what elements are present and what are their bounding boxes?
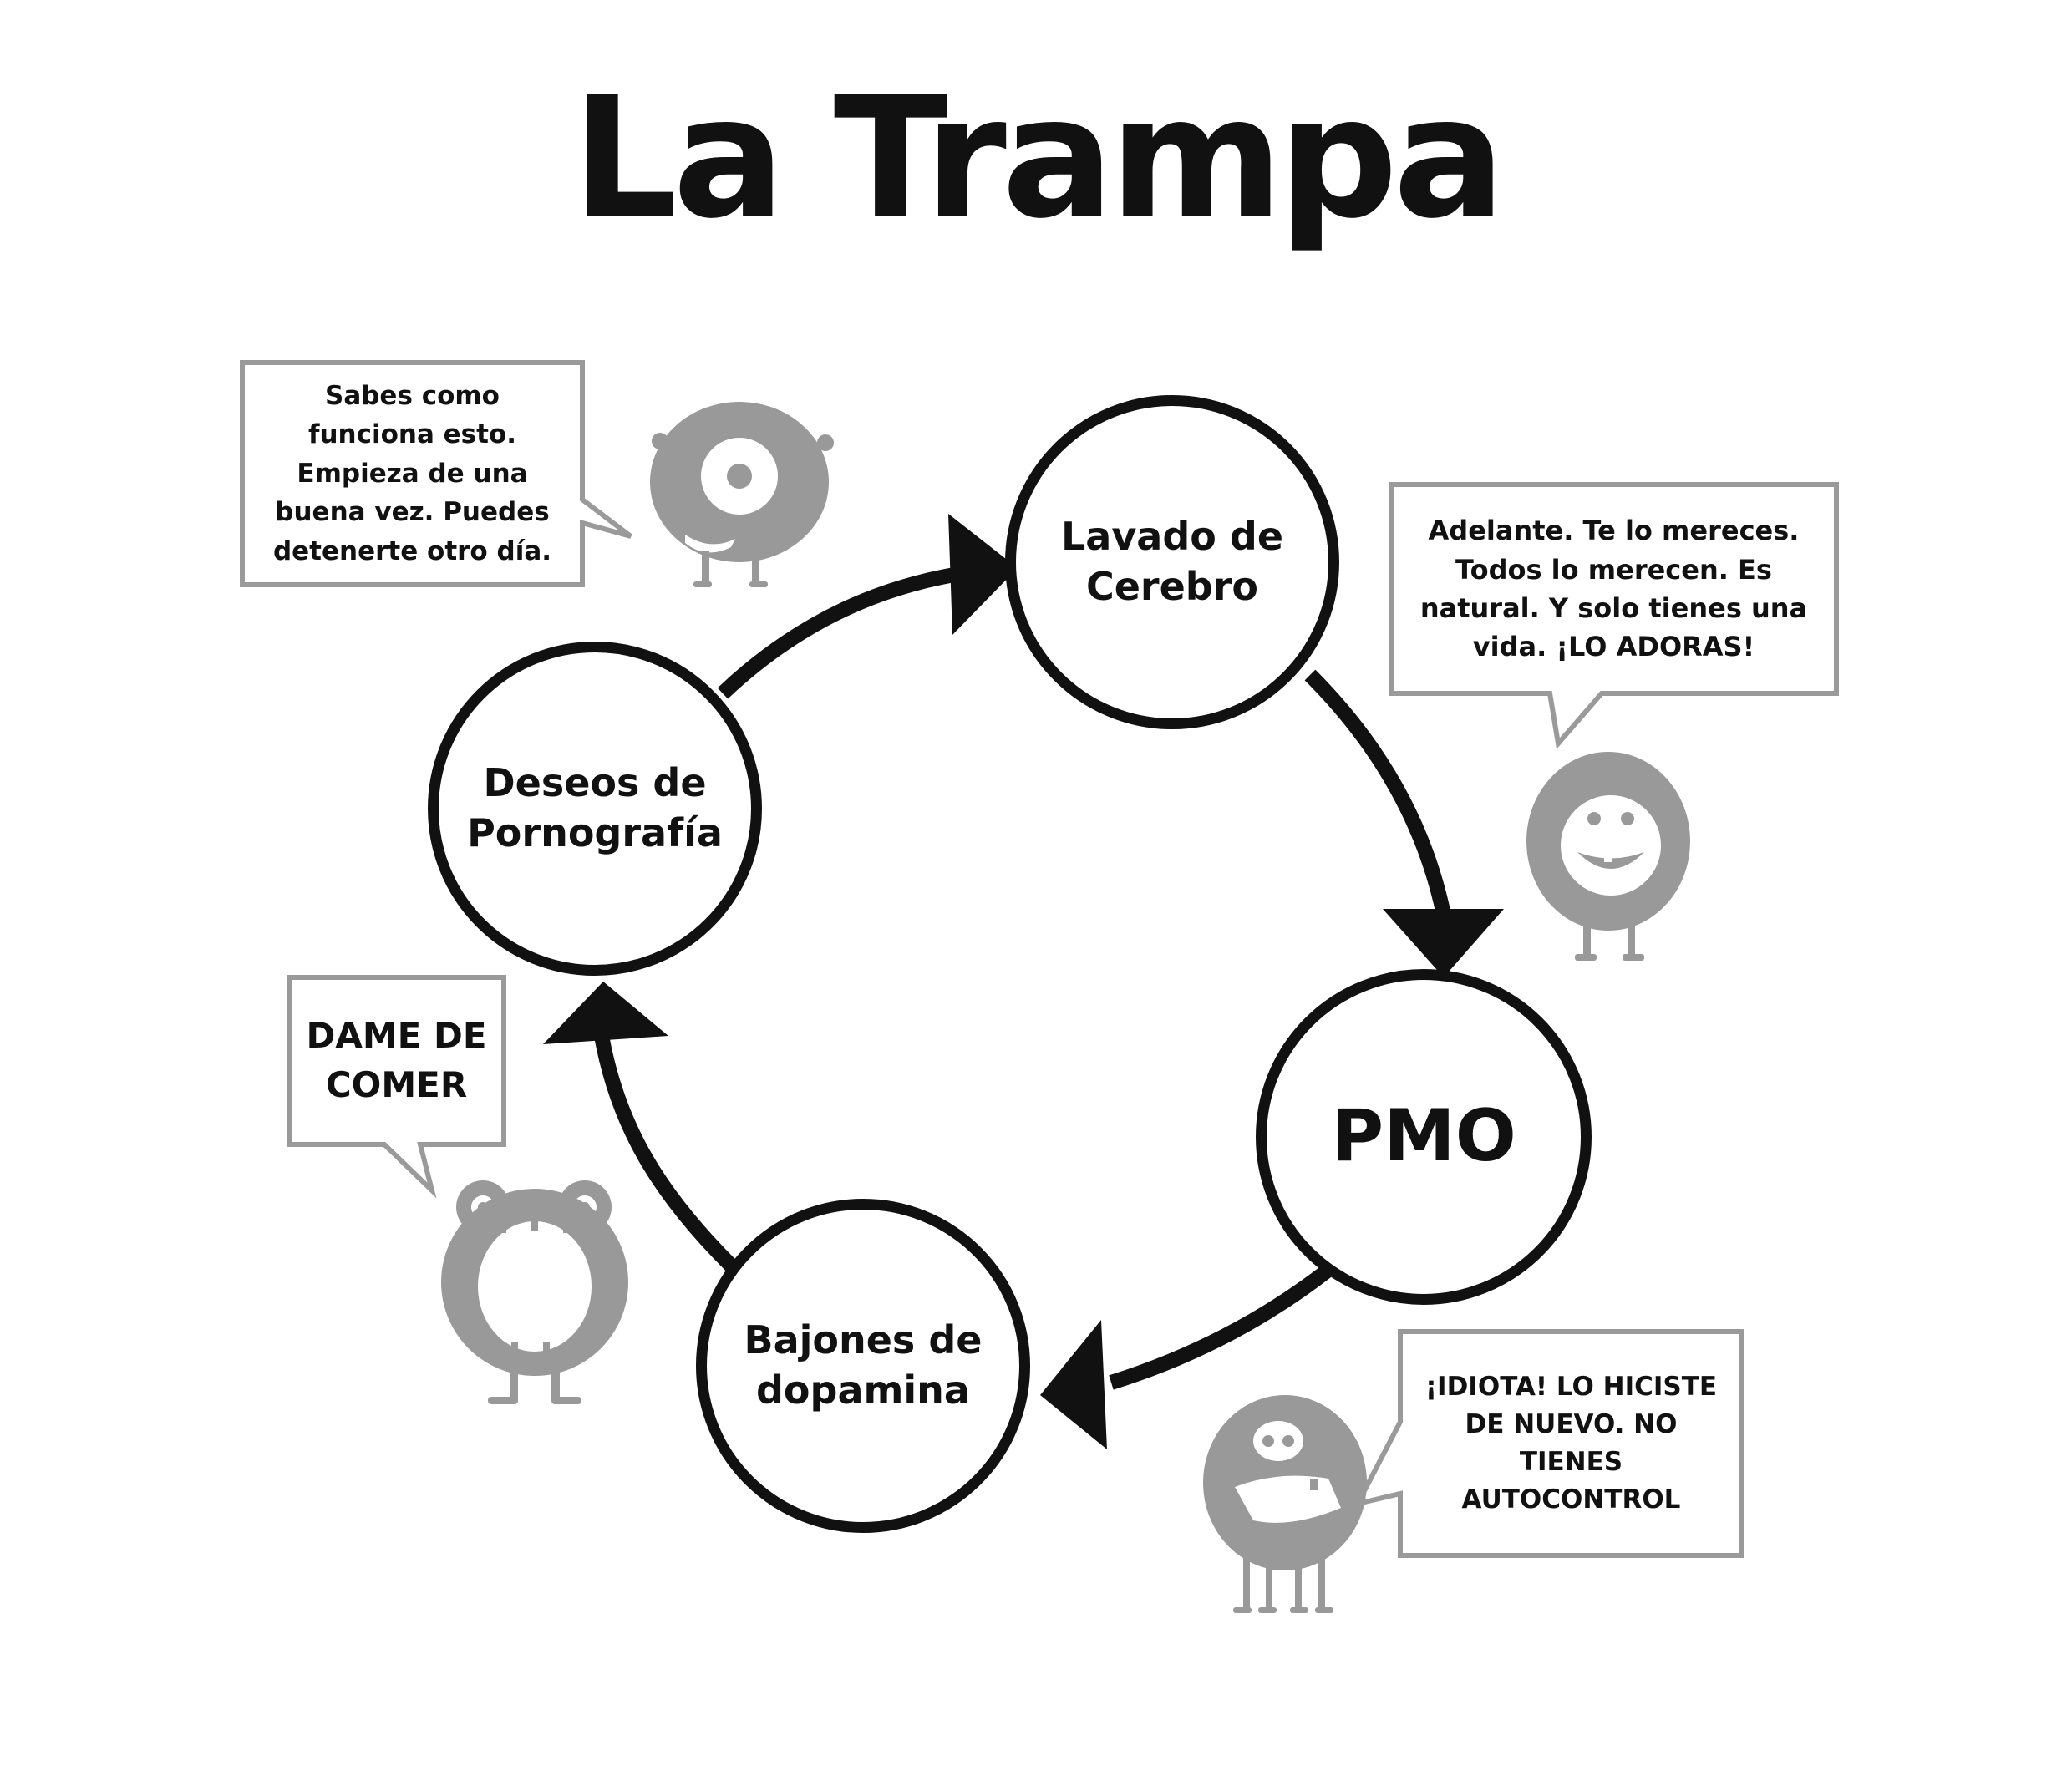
speech-bubble-left: DAME DE COMER (294, 982, 499, 1139)
bubble-top-right-shape (1389, 482, 1839, 749)
node-deseos-de-pornografia: Deseos de Pornografía (428, 642, 762, 976)
arrow-deseos-to-lavado (717, 565, 971, 699)
speech-bubble-top-left: Sabes como funciona esto. Empieza de una… (247, 368, 577, 580)
bubble-bottom-right-shape (1353, 1329, 1744, 1558)
arrow-lavado-to-pmo (1304, 669, 1453, 925)
speech-bubble-shapes (240, 360, 1839, 1558)
arrowhead-to-deseos (543, 982, 668, 1044)
one-eyed-monster-icon (650, 402, 834, 587)
arrow-bajones-to-deseos (594, 1034, 737, 1271)
arrowheads (543, 514, 1504, 1449)
node-bajones-de-dopamina: Bajones de dopamina (696, 1199, 1030, 1533)
smiling-monster-icon (1526, 752, 1690, 961)
bubble-top-left-shape (240, 360, 632, 587)
speech-bubble-bottom-right: ¡IDIOTA! LO HICISTE DE NUEVO. NO TIENES … (1405, 1337, 1737, 1550)
bubble-left-shape (287, 975, 506, 1199)
big-mouth-monster-icon (441, 1180, 628, 1404)
speech-bubble-bottom-right-text: ¡IDIOTA! LO HICISTE DE NUEVO. NO TIENES … (1424, 1372, 1718, 1515)
cycle-arrows (594, 565, 1453, 1390)
node-pmo: PMO (1256, 969, 1592, 1305)
node-lavado-de-cerebro: Lavado de Cerebro (1005, 395, 1339, 729)
arrowhead-to-lavado (948, 514, 1018, 635)
speech-bubble-top-left-text: Sabes como funciona esto. Empieza de una… (272, 380, 552, 566)
speech-bubble-left-text: DAME DE COMER (306, 1015, 487, 1105)
speech-bubble-top-right-text: Adelante. Te lo mereces. Todos lo merece… (1419, 515, 1808, 663)
arrow-pmo-to-bajones (1109, 1263, 1333, 1390)
angry-monster-icon (1203, 1395, 1367, 1613)
speech-bubble-top-right: Adelante. Te lo mereces. Todos lo merece… (1396, 490, 1831, 688)
arrowhead-to-pmo (1383, 909, 1504, 977)
arrowhead-to-bajones (1040, 1320, 1107, 1449)
diagram-title: La Trampa (571, 61, 1506, 256)
